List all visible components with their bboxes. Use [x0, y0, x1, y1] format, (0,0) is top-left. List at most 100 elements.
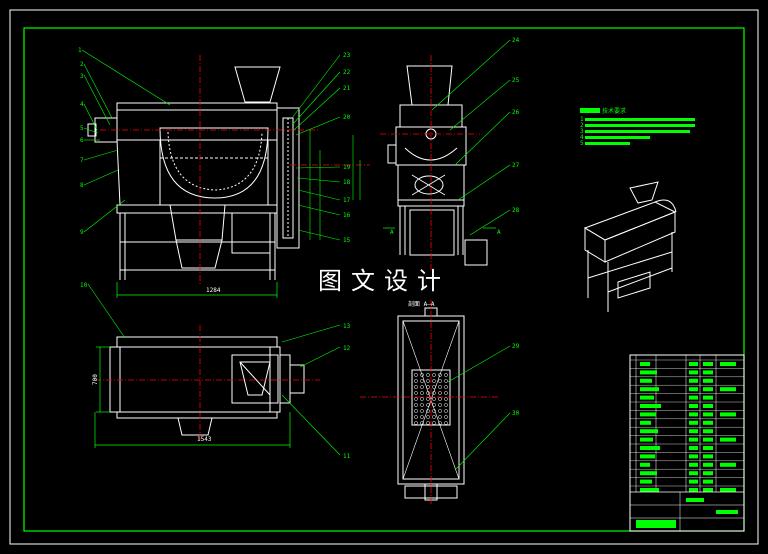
title-block — [629, 354, 745, 532]
title-block-cell — [689, 412, 698, 417]
sieve-hole — [414, 373, 418, 377]
plan-part-numbers: 10 13 12 11 — [80, 282, 351, 460]
sieve-hole — [438, 385, 442, 389]
sieve-hole — [438, 397, 442, 401]
plan-centerlines — [95, 325, 320, 440]
note-line: 1. — [580, 116, 587, 123]
sieve-hole — [420, 385, 424, 389]
front-view — [87, 66, 300, 280]
title-block-cell — [689, 429, 698, 434]
sieve-hole — [432, 385, 436, 389]
title-block-cell — [689, 471, 698, 476]
sieve-hole — [420, 391, 424, 395]
part-number: 2 — [80, 61, 84, 68]
title-block-cell — [703, 462, 713, 467]
sieve-hole — [444, 409, 448, 413]
title-block-cell — [689, 378, 698, 383]
title-block-cell — [640, 462, 650, 467]
part-number: 19 — [343, 164, 351, 171]
sieve-hole — [432, 397, 436, 401]
title-block-cell — [689, 395, 698, 400]
section-centerlines — [360, 300, 500, 505]
part-number: 24 — [512, 37, 520, 44]
title-block-cell — [703, 471, 713, 476]
title-block-cell — [703, 370, 713, 375]
title-block-cell — [689, 488, 698, 492]
title-block-cell — [703, 362, 713, 366]
title-block-cell — [640, 454, 655, 459]
title-block-cell — [640, 471, 657, 476]
title-block-cell — [703, 378, 713, 383]
part-number: 4 — [80, 101, 84, 108]
title-block-cell — [703, 395, 713, 400]
sieve-hole — [414, 421, 418, 425]
title-block-cell — [636, 520, 676, 528]
outer-border — [9, 9, 759, 545]
title-block-cell — [703, 420, 713, 425]
part-number: 12 — [343, 345, 351, 352]
sieve-hole — [426, 403, 430, 407]
section-mark-right: A — [497, 229, 501, 236]
title-block-cell — [720, 437, 736, 442]
title-block-cell — [640, 387, 659, 392]
sieve-hole — [426, 379, 430, 383]
sieve-hole — [420, 403, 424, 407]
sieve-hole — [420, 409, 424, 413]
front-width-dim: 1284 — [206, 287, 221, 294]
title-block-cell — [703, 437, 713, 442]
sieve-hole — [444, 391, 448, 395]
side-view — [387, 65, 488, 266]
part-number: 9 — [80, 229, 84, 236]
sieve-hole — [426, 409, 430, 413]
title-block-cell — [703, 446, 713, 450]
title-block-cell — [703, 479, 713, 484]
note-line: 4. — [580, 134, 587, 141]
sieve-hole — [426, 385, 430, 389]
note-line: 3. — [580, 128, 587, 135]
part-number: 1 — [78, 47, 82, 54]
front-dimension — [116, 282, 278, 298]
sieve-hole — [438, 403, 442, 407]
plan-view — [109, 336, 305, 436]
title-block-cell — [689, 404, 698, 408]
sieve-hole — [432, 379, 436, 383]
sieve-hole — [432, 373, 436, 377]
sieve-hole — [414, 415, 418, 419]
sieve-hole — [438, 415, 442, 419]
title-block-cell — [703, 387, 713, 392]
title-block-cell — [689, 387, 698, 392]
part-number: 25 — [512, 77, 520, 84]
side-part-numbers: 24 25 26 27 28 — [512, 37, 520, 214]
note-line: 2. — [580, 122, 587, 129]
part-number: 3 — [80, 73, 84, 80]
title-block-cell — [689, 479, 698, 484]
sieve-hole — [426, 373, 430, 377]
part-number: 13 — [343, 323, 351, 330]
part-number: 10 — [80, 282, 88, 289]
sieve-hole — [432, 391, 436, 395]
section-leaders — [447, 345, 511, 471]
title-block-cell — [716, 510, 738, 514]
front-centerlines — [100, 55, 370, 285]
sieve-hole — [438, 409, 442, 413]
title-block-border — [629, 354, 745, 532]
sieve-hole — [420, 379, 424, 383]
sieve-grid — [414, 373, 448, 425]
sieve-hole — [438, 391, 442, 395]
part-number: 8 — [80, 182, 84, 189]
title-block-cell — [720, 362, 736, 366]
sieve-hole — [438, 421, 442, 425]
sieve-hole — [432, 421, 436, 425]
part-number: 11 — [343, 453, 351, 460]
part-number: 5 — [80, 125, 84, 132]
sieve-hole — [438, 373, 442, 377]
title-block-cell — [689, 370, 698, 375]
part-number: 27 — [512, 162, 520, 169]
title-block-cell — [689, 446, 698, 450]
part-number: 18 — [343, 179, 351, 186]
front-right-part-numbers: 23 22 21 20 19 18 17 16 15 — [343, 52, 351, 244]
title-block-cell — [689, 454, 698, 459]
plan-leaders — [87, 283, 341, 456]
part-number: 22 — [343, 69, 351, 76]
part-number: 29 — [512, 343, 520, 350]
